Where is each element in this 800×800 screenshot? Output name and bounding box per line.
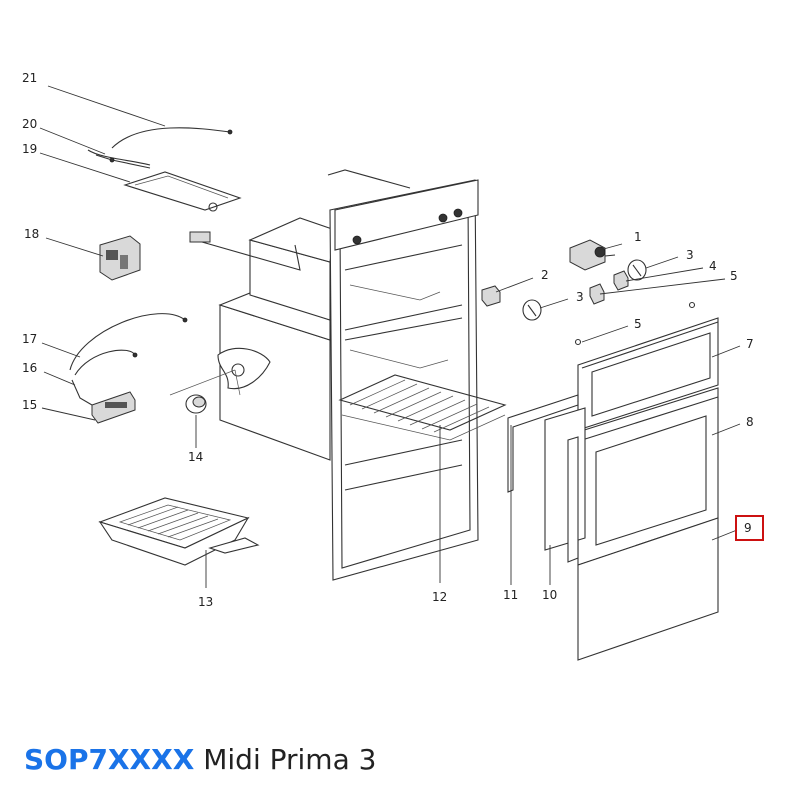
callout-9-highlight-box xyxy=(735,515,764,541)
part-wire-shelf xyxy=(338,374,507,441)
part-control-knob xyxy=(522,259,647,321)
callout-20: 20 xyxy=(22,117,37,131)
callout-labels: 1 2 3 3 4 5 5 7 8 9 10 11 12 13 14 15 16… xyxy=(22,71,764,609)
callout-10: 10 xyxy=(542,588,557,602)
model-code: SOP7XXXX xyxy=(24,743,195,776)
callout-18: 18 xyxy=(24,227,39,241)
callout-14: 14 xyxy=(188,450,203,464)
callout-11: 11 xyxy=(503,588,518,602)
callout-16: 16 xyxy=(22,361,37,375)
product-title: SOP7XXXX Midi Prima 3 xyxy=(24,740,376,780)
callout-15: 15 xyxy=(22,398,37,412)
callout-19: 19 xyxy=(22,142,37,156)
callout-3: 3 xyxy=(576,290,584,304)
part-switch-assembly xyxy=(69,313,188,424)
callout-13: 13 xyxy=(198,595,213,609)
part-thermocouple-wire xyxy=(87,127,233,169)
model-name: Midi Prima 3 xyxy=(203,743,377,776)
callout-2: 2 xyxy=(541,268,549,282)
callout-8: 8 xyxy=(746,415,754,429)
part-bezel xyxy=(574,270,696,346)
part-inner-glass xyxy=(544,407,586,563)
part-control-module xyxy=(99,235,141,281)
callout-5: 5 xyxy=(730,269,738,283)
part-top-door xyxy=(577,317,719,431)
callout-12: 12 xyxy=(432,590,447,604)
callout-4: 4 xyxy=(709,259,717,273)
part-switch xyxy=(481,285,501,307)
part-door-seal xyxy=(507,394,579,493)
callout-7: 7 xyxy=(746,337,754,351)
part-grill-pan xyxy=(98,497,260,566)
callout-9: 9 xyxy=(744,521,752,535)
callout-5: 5 xyxy=(634,317,642,331)
part-knob xyxy=(185,394,207,414)
part-door-glass xyxy=(577,517,719,661)
callout-21: 21 xyxy=(22,71,37,85)
part-thermostat xyxy=(569,239,616,271)
exploded-parts-diagram: 1 2 3 3 4 5 5 7 8 9 10 11 12 13 14 15 16… xyxy=(22,71,764,661)
part-oven-frame xyxy=(327,169,479,581)
callout-1: 1 xyxy=(634,230,642,244)
leader-lines xyxy=(39,85,741,588)
callout-3: 3 xyxy=(686,248,694,262)
callout-17: 17 xyxy=(22,332,37,346)
part-oven-housing xyxy=(169,217,336,461)
part-grill-tray xyxy=(123,171,242,212)
